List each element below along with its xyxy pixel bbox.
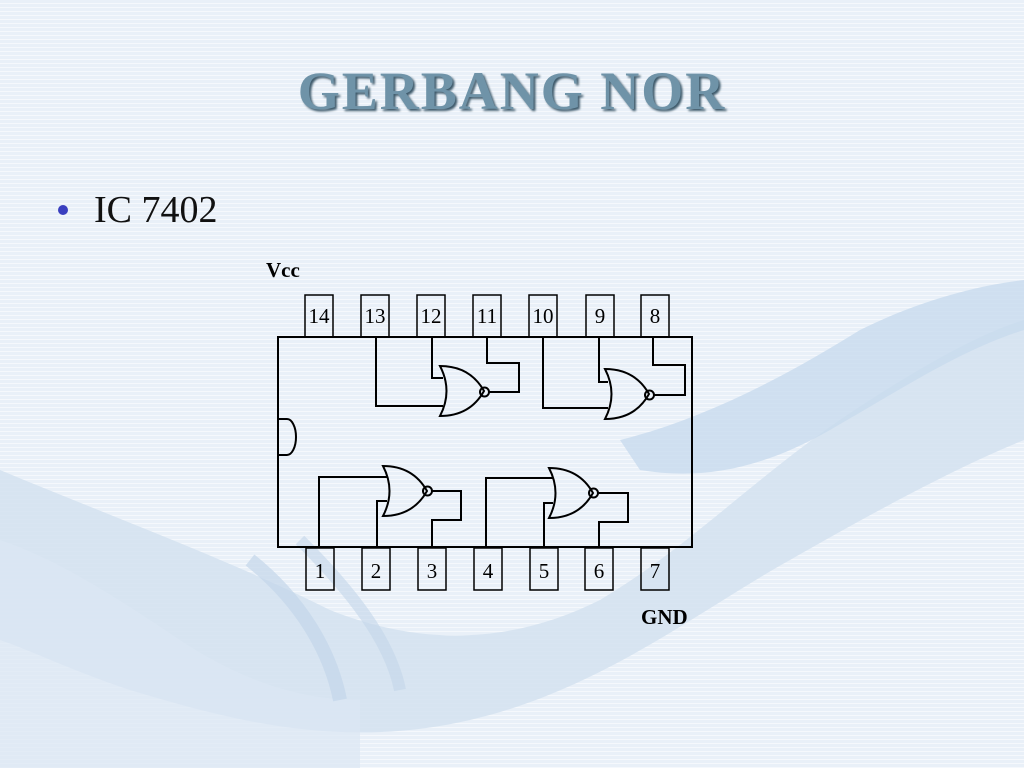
svg-text:4: 4 (483, 559, 494, 583)
pin-6: 6 (584, 547, 614, 591)
pin-5: 5 (529, 547, 559, 591)
svg-text:10: 10 (533, 304, 554, 328)
svg-text:9: 9 (595, 304, 606, 328)
slide-title: GERBANG NOR (297, 61, 727, 121)
pin-12: 12 (416, 294, 446, 338)
pin-13: 13 (360, 294, 390, 338)
pin-10: 10 (528, 294, 558, 338)
nor-gate-body (381, 464, 429, 518)
wire (543, 502, 553, 547)
svg-text:5: 5 (539, 559, 550, 583)
wire (318, 476, 387, 547)
nor-gate-body (438, 364, 486, 418)
wire (431, 337, 443, 379)
bullet-text: IC 7402 (94, 189, 218, 231)
gnd-label: GND (641, 605, 688, 629)
wire (542, 337, 608, 409)
nor-gate-bottom-right (485, 466, 629, 547)
bullet-item: IC 7402 (58, 188, 218, 232)
nor-gate-top-right (542, 337, 686, 421)
wire (486, 337, 520, 393)
pin-14: 14 (304, 294, 334, 338)
wire (652, 337, 686, 396)
wire (375, 337, 443, 407)
pin-4: 4 (473, 547, 503, 591)
vcc-label: Vcc (266, 258, 300, 282)
pin-7: 7 (640, 547, 670, 591)
svg-text:13: 13 (365, 304, 386, 328)
svg-text:1: 1 (315, 559, 326, 583)
pin-9: 9 (585, 294, 615, 338)
ic-notch (278, 418, 297, 456)
wire (598, 492, 629, 547)
nor-gate-bottom-left (318, 464, 462, 547)
svg-text:7: 7 (650, 559, 661, 583)
svg-text:2: 2 (371, 559, 382, 583)
top-pin-row: 14 13 12 11 10 9 8 (304, 294, 670, 338)
nor-gate-body (603, 367, 651, 421)
svg-text:8: 8 (650, 304, 661, 328)
wire (376, 500, 387, 547)
bullet-dot-icon (58, 205, 68, 215)
pin-1: 1 (305, 547, 335, 591)
wire (431, 490, 462, 547)
bottom-pin-row: 1 2 3 4 5 6 7 (305, 547, 670, 591)
svg-text:12: 12 (421, 304, 442, 328)
pin-2: 2 (361, 547, 391, 591)
pin-3: 3 (417, 547, 447, 591)
wire (485, 477, 553, 547)
svg-text:11: 11 (477, 304, 497, 328)
svg-text:6: 6 (594, 559, 605, 583)
nor-gate-body (547, 466, 595, 520)
svg-text:3: 3 (427, 559, 438, 583)
svg-text:14: 14 (309, 304, 331, 328)
wire (598, 337, 608, 383)
pin-11: 11 (472, 294, 502, 338)
nor-gate-top-left (375, 337, 520, 418)
pin-8: 8 (640, 294, 670, 338)
